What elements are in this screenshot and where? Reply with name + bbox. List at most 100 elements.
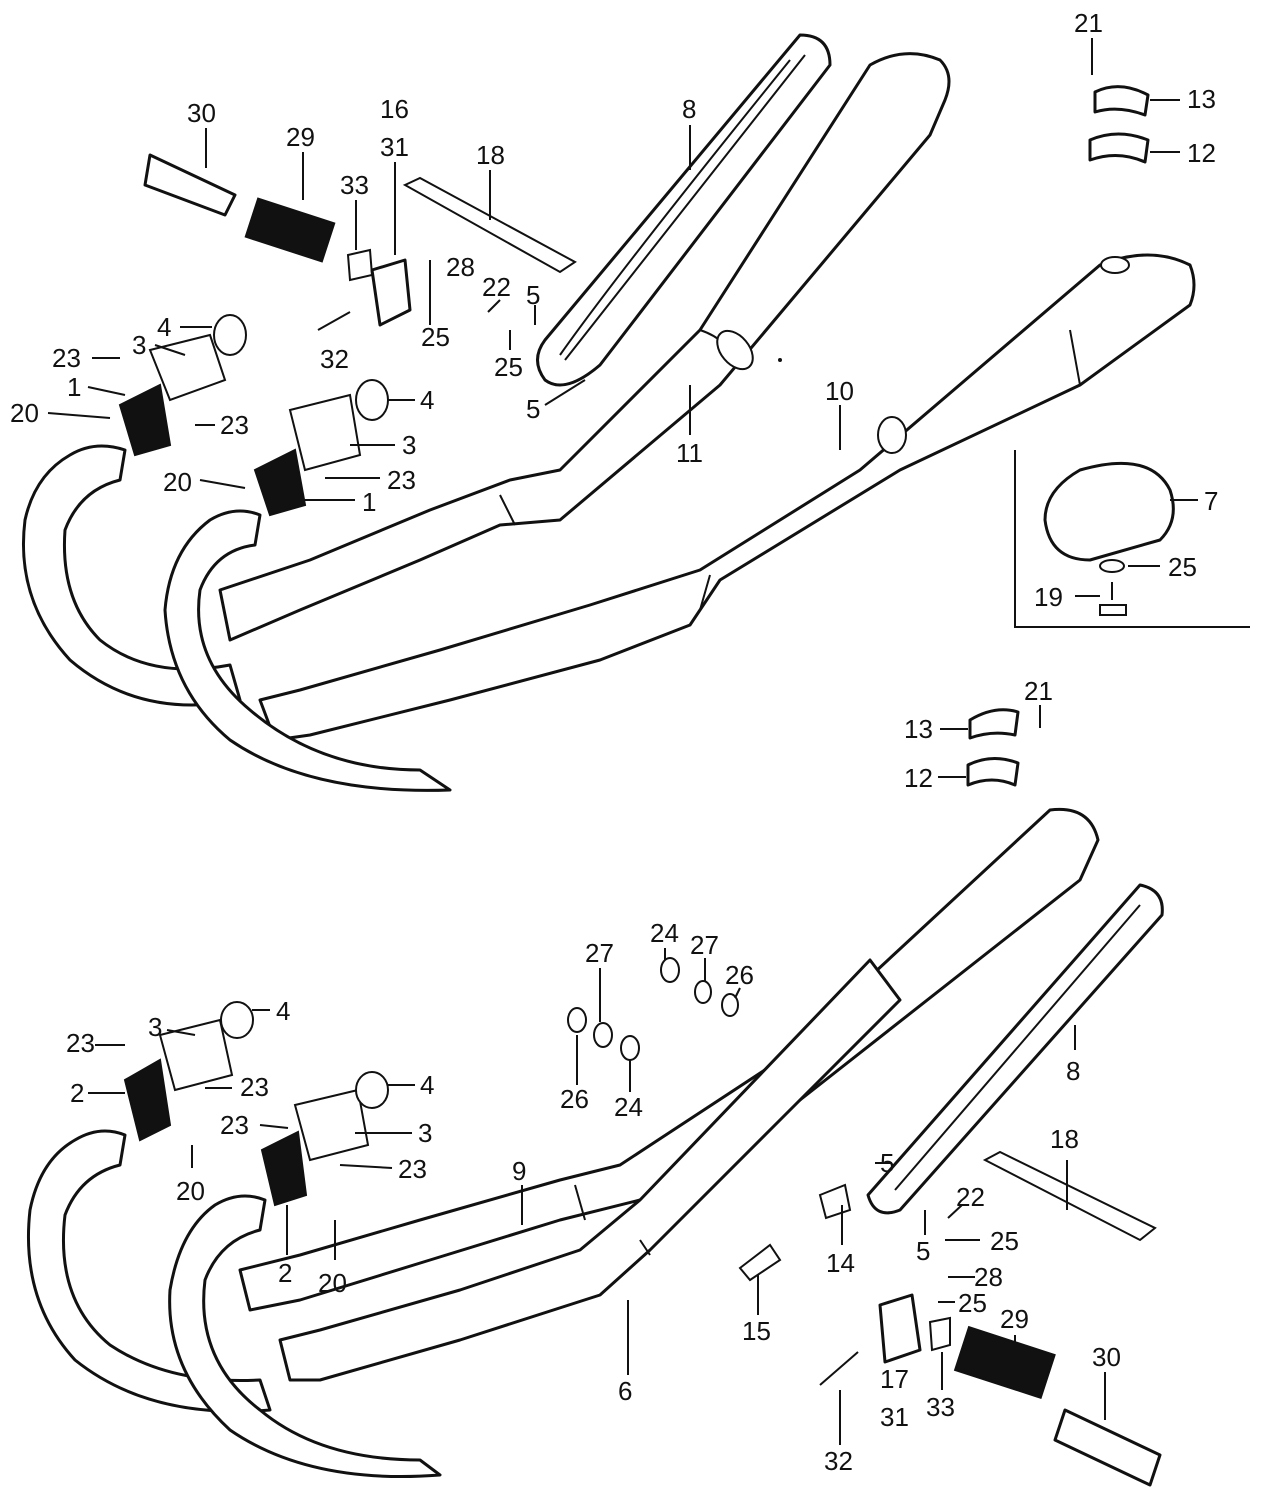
leader-lower-23d [339,1164,393,1169]
callout-upper-33: 33 [340,170,369,200]
callout-lower-18: 18 [1050,1124,1079,1154]
lower-exhaust-assembly [26,358,1164,1487]
footpeg-30-upper [143,153,237,217]
nut-24-a [620,1035,640,1061]
callout-upper-23c: 23 [387,465,416,495]
callout-lower-29: 29 [1000,1304,1029,1334]
callout-lower-21: 21 [1024,676,1053,706]
callout-upper-28: 28 [446,252,475,282]
callout-upper-13: 13 [1187,84,1216,114]
callout-upper-5a: 5 [526,280,540,310]
callout-upper-23b: 23 [220,410,249,440]
inset-frame [1014,450,1250,628]
leader-upper-20b [199,479,246,489]
tail-cap-7 [1043,461,1175,562]
muffler-10 [258,253,1196,742]
muffler-6-seam [639,1239,651,1256]
washer-26-a [567,1007,587,1033]
inset-box [1014,450,1250,628]
gasket-4-left [213,314,247,356]
muffler-11 [218,52,951,642]
callout-upper-23a: 23 [52,343,81,373]
callout-upper-4a: 4 [157,312,171,342]
callout-upper-18: 18 [476,140,505,170]
callout-lower-31: 31 [880,1402,909,1432]
leader-upper-3a [154,344,186,356]
callout-lower-17: 17 [880,1364,909,1394]
heat-shield-8-lower-slot [894,904,1141,1191]
washer-25-inset [1099,559,1125,573]
bracket-15 [738,1243,782,1282]
muffler-6 [278,958,902,1382]
muffler-10-cap [1100,256,1130,274]
callout-lower-2a: 2 [70,1078,84,1108]
muffler-grommet-12-lower [966,757,1020,787]
callout-lower-26b: 26 [560,1084,589,1114]
callout-upper-30: 30 [187,98,216,128]
callout-lower-32: 32 [824,1446,853,1476]
washer-27-a [593,1022,613,1048]
exhaust-joint-3-lower-right [293,1088,370,1162]
callout-upper-29: 29 [286,122,315,152]
callout-lower-14: 14 [826,1248,855,1278]
callout-lower-23c: 23 [220,1110,249,1140]
plate-33-upper [346,248,374,282]
callout-lower-28: 28 [974,1262,1003,1292]
exhaust-joint-3-left [148,333,227,402]
flange-2-lower-left [123,1058,172,1142]
muffler-10-seam [699,329,1081,611]
callout-lower-25a: 25 [990,1226,1019,1256]
callout-lower-2b: 2 [278,1258,292,1288]
bracket-14 [818,1183,852,1220]
callout-upper-5b: 5 [526,394,540,424]
callout-upper-20b: 20 [163,467,192,497]
muffler-9-seam [574,1184,586,1221]
callout-upper-20a: 20 [10,398,39,428]
callout-upper-32: 32 [320,344,349,374]
leader-upper-1a [87,386,126,396]
callout-upper-25a: 25 [421,322,450,352]
callout-upper-21: 21 [1074,8,1103,38]
leader-lower-23c [259,1124,289,1129]
callout-lower-6: 6 [618,1376,632,1406]
callout-lower-5b: 5 [916,1236,930,1266]
muffler-11-bracket [716,329,754,371]
pivot-pin-18-lower [982,1150,1157,1242]
callout-upper-3b: 3 [402,430,416,460]
callout-lower-26a: 26 [725,960,754,990]
exhaust-joint-3-right [288,393,362,472]
leader-lines [47,38,1198,1445]
flange-2-lower-right [260,1130,308,1207]
muffler-clamp-13-upper [1093,85,1150,117]
callout-lower-4b: 4 [420,1070,434,1100]
callout-lower-8: 8 [1066,1056,1080,1086]
callout-inset-25: 25 [1168,552,1197,582]
leader-upper-20a [47,412,111,419]
exhaust-pipe-lower-right [168,1194,442,1479]
exhaust-pipe-lower-left [26,1129,272,1413]
callout-upper-16: 16 [380,94,409,124]
callout-upper-22: 22 [482,272,511,302]
callout-lower-20a: 20 [176,1176,205,1206]
callout-lower-23d: 23 [398,1154,427,1184]
muffler-10-ring [877,416,907,454]
callout-lower-27b: 27 [690,930,719,960]
callout-upper-12: 12 [1187,138,1216,168]
callout-lower-27a: 27 [585,938,614,968]
pivot-pin-18-upper [402,176,577,274]
callout-inset-7: 7 [1204,486,1218,516]
upper-exhaust-assembly [21,33,1196,792]
callout-upper-1b: 1 [362,487,376,517]
callout-lower-24b: 24 [614,1092,643,1122]
callout-upper-31: 31 [380,132,409,162]
callout-lower-4a: 4 [276,996,290,1026]
callout-upper-3a: 3 [132,330,146,360]
muffler-clamp-13-lower [968,708,1020,740]
callout-lower-25b: 25 [958,1288,987,1318]
callout-lower-9: 9 [512,1156,526,1186]
callout-labels: 21 13 12 30 29 16 31 33 18 8 28 22 5 25 … [10,8,1218,1476]
callout-upper-8: 8 [682,94,696,124]
muffler-9 [238,807,1100,1312]
callout-lower-22: 22 [956,1182,985,1212]
